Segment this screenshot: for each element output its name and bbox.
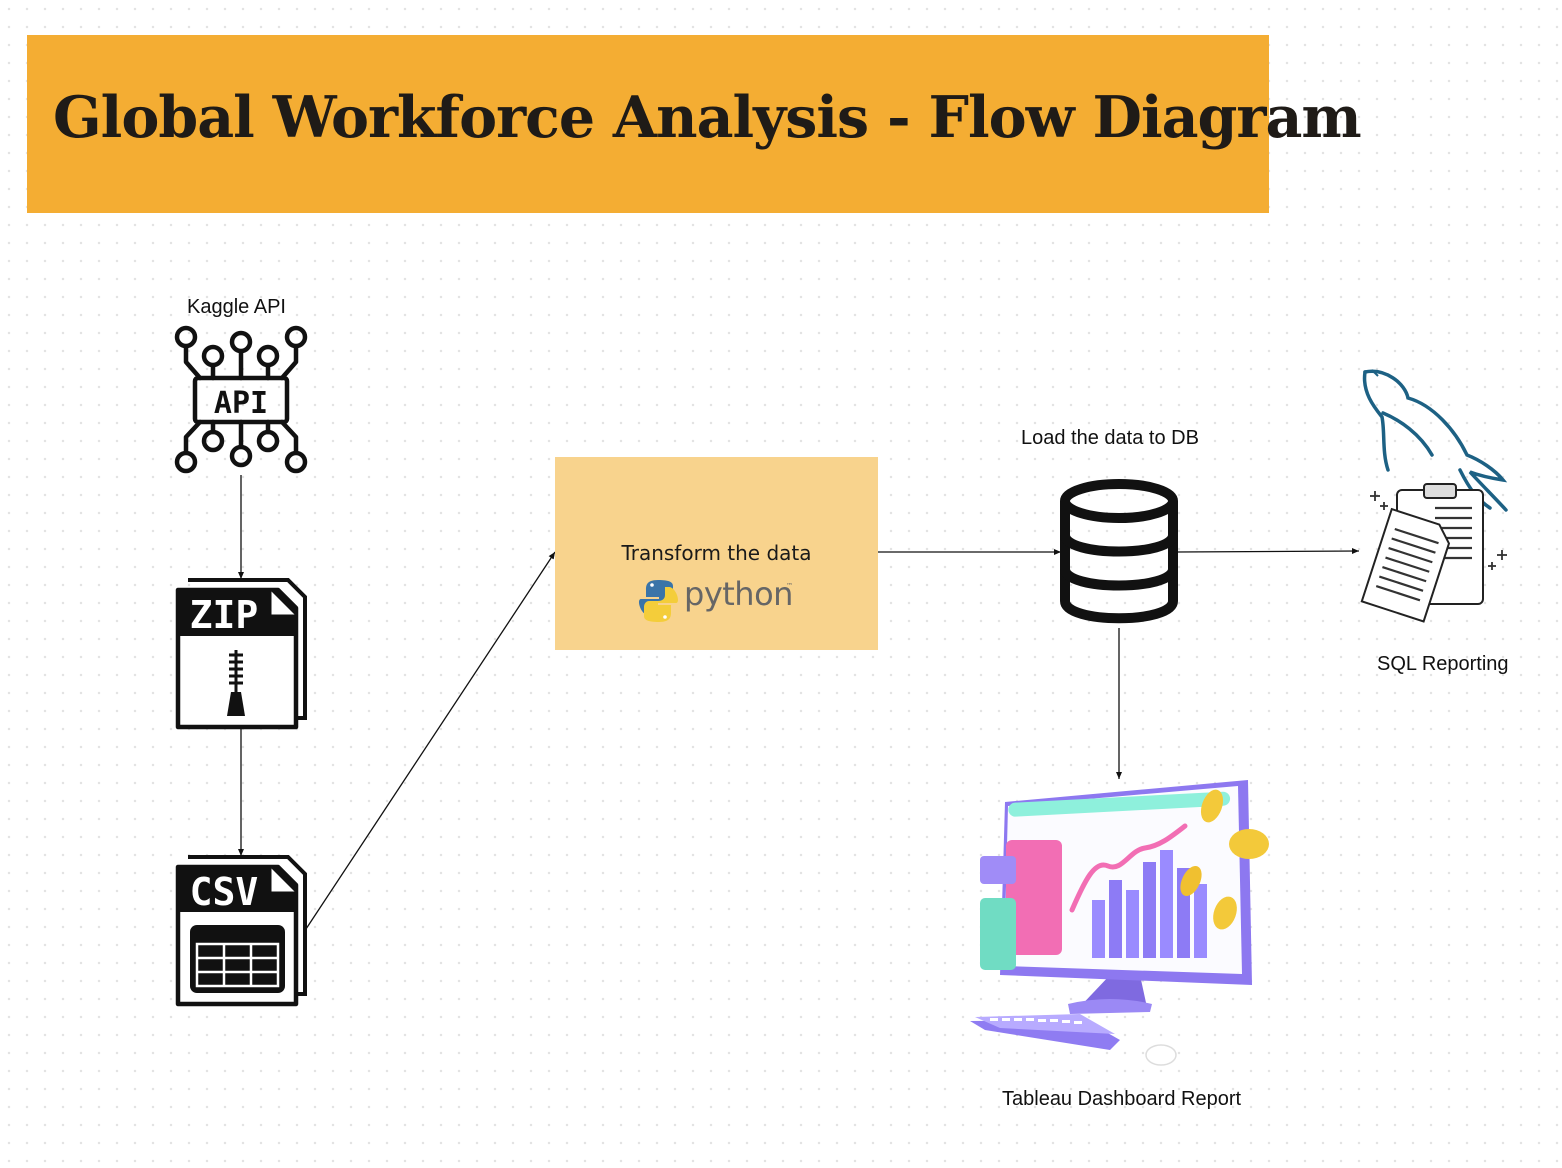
python-logo-text: python — [684, 575, 793, 613]
csv-icon-text: CSV — [190, 870, 259, 914]
api-icon-text: API — [214, 386, 268, 421]
tableau-label: Tableau Dashboard Report — [1002, 1088, 1242, 1110]
kaggle-api-label: Kaggle API — [187, 296, 286, 318]
database-label: Load the data to DB — [1021, 427, 1199, 449]
sql-reporting-label: SQL Reporting — [1377, 653, 1509, 675]
edge-db-to-sql — [1176, 548, 1360, 555]
transform-label: Transform the data — [621, 541, 812, 565]
title-banner — [27, 35, 1269, 213]
edge-csv-to-transform — [303, 551, 556, 933]
transform-node: Transform the data — [555, 457, 878, 650]
page-title: Global Workforce Analysis - Flow Diagram — [53, 84, 1362, 151]
zip-icon-text: ZIP — [190, 593, 259, 637]
python-logo-trademark: ™ — [786, 582, 793, 590]
